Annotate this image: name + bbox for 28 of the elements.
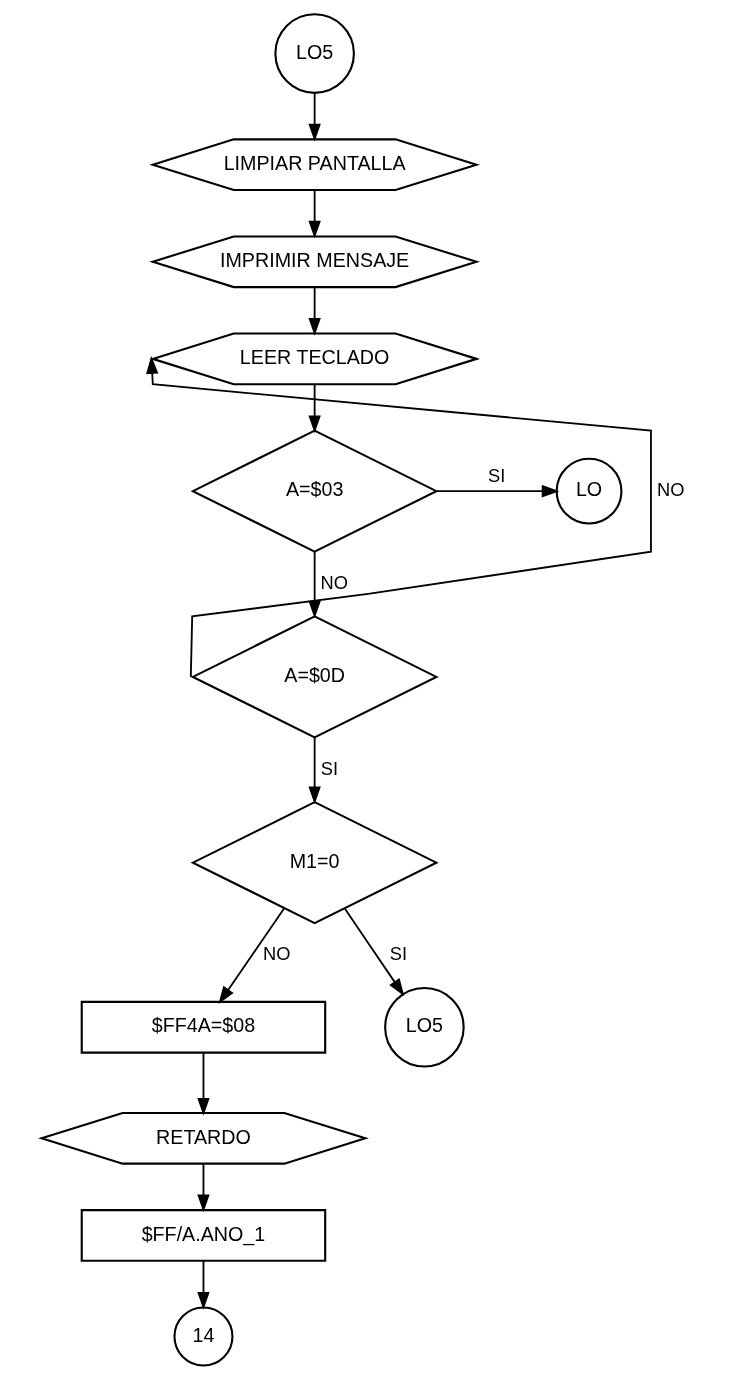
edge-label: SI xyxy=(320,757,338,779)
arrow xyxy=(343,907,404,997)
node-circle: LO5 xyxy=(383,986,465,1068)
arrow xyxy=(145,356,652,678)
node-circle: 14 xyxy=(172,1306,233,1367)
arrow xyxy=(196,1163,210,1213)
arrow xyxy=(307,736,321,805)
edge-label: NO xyxy=(320,571,348,593)
node-box: $FF/A.ANO_1 xyxy=(80,1209,326,1262)
arrow xyxy=(307,92,321,142)
node-circle: LO5 xyxy=(273,13,355,94)
arrow xyxy=(307,383,321,434)
edge-label: NO xyxy=(656,478,684,500)
arrow xyxy=(435,484,559,498)
node-diamond: M1=0 xyxy=(190,801,439,925)
node-circle: LO xyxy=(555,457,622,525)
edge-label: SI xyxy=(487,464,505,486)
node-box: $FF4A=$08 xyxy=(80,1000,326,1054)
node-diamond: A=$03 xyxy=(190,429,439,553)
arrow xyxy=(217,907,285,1004)
arrow xyxy=(307,189,321,239)
edge-label: SI xyxy=(389,943,407,965)
arrow xyxy=(307,286,321,336)
edge-label: NO xyxy=(262,943,290,965)
arrow xyxy=(196,1260,210,1310)
arrow xyxy=(196,1051,210,1116)
node-diamond: A=$0D xyxy=(190,615,439,739)
arrow xyxy=(307,551,321,619)
